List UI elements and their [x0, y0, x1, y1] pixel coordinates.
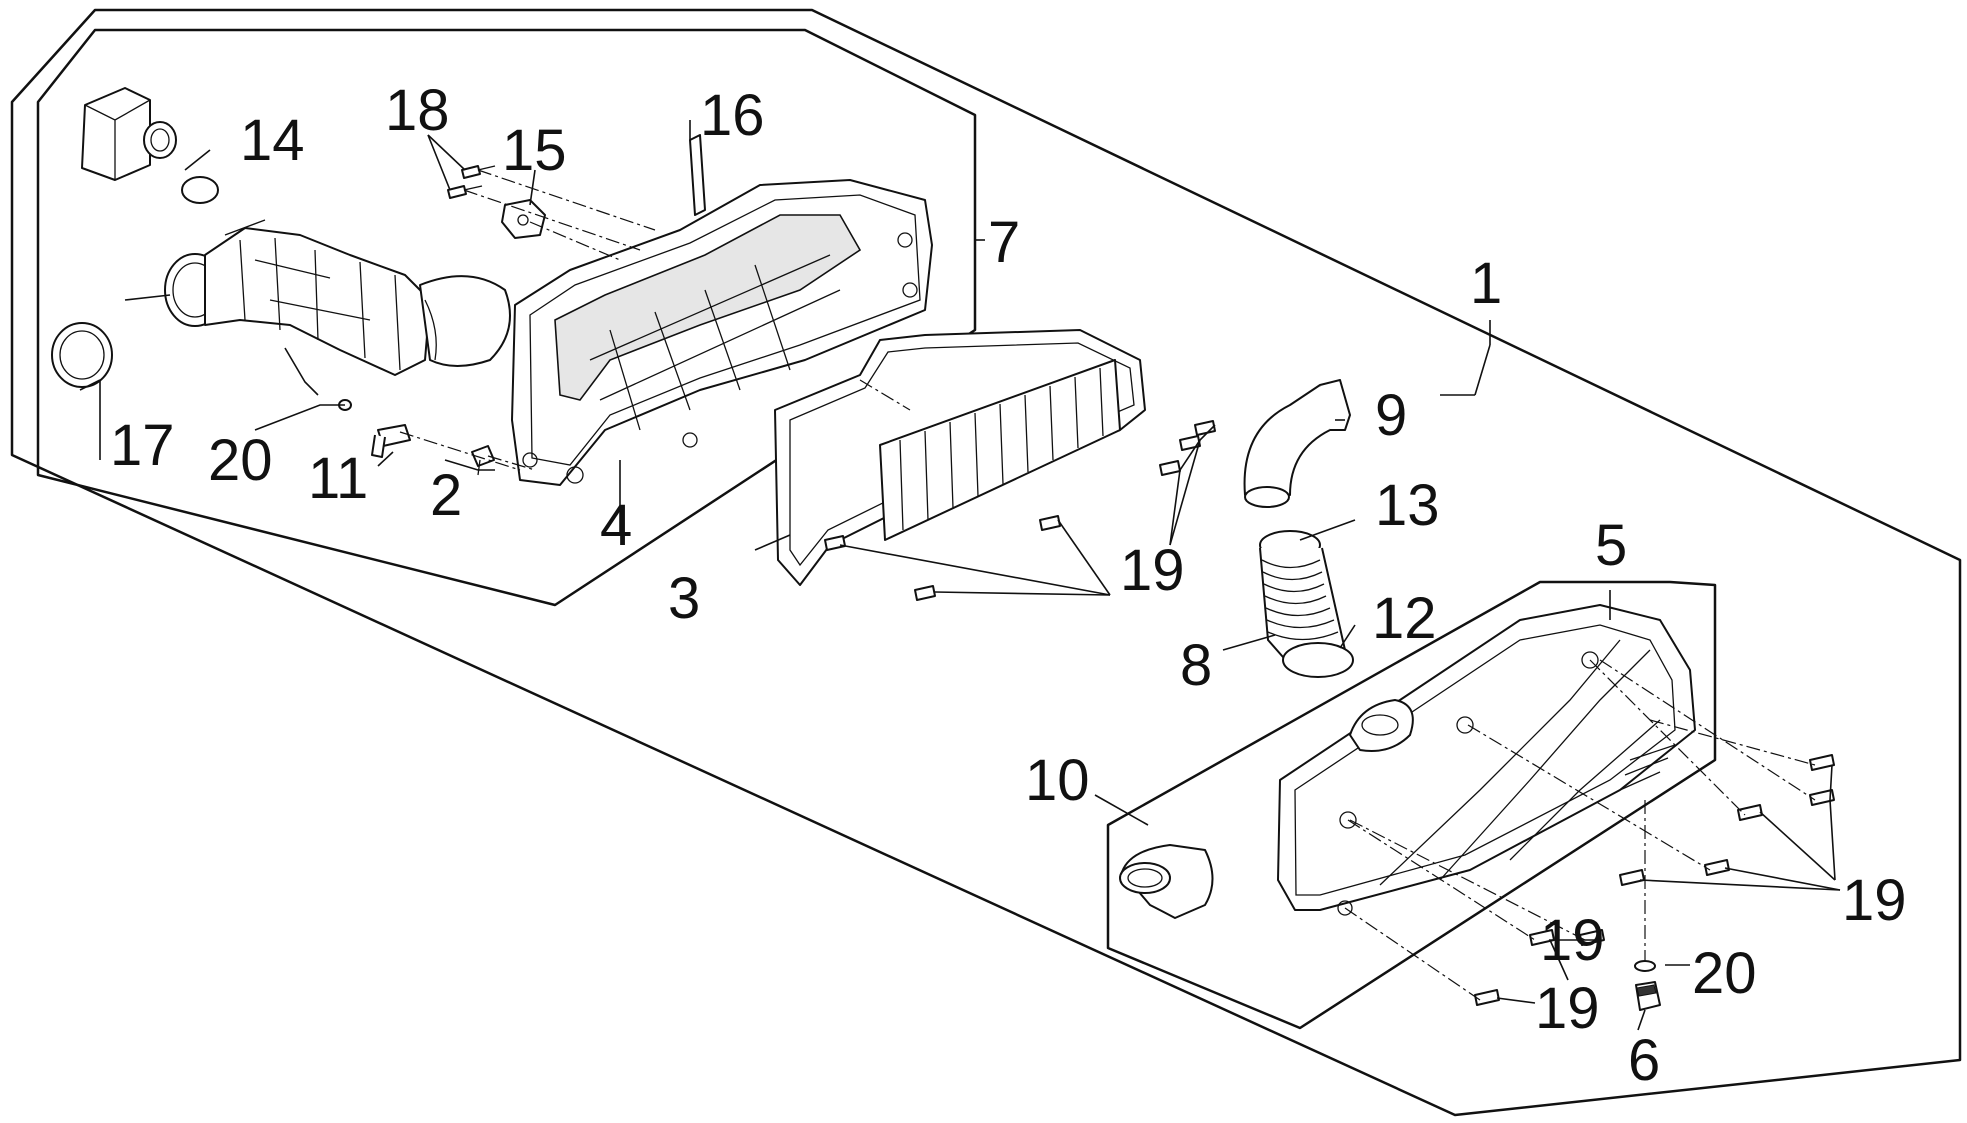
part-20-washer-right — [1634, 960, 1656, 972]
part-9-elbow — [1243, 379, 1351, 508]
callout-13: 13 — [1375, 473, 1440, 538]
filter-element — [879, 359, 1121, 541]
air-filter-housing-cover — [511, 134, 933, 486]
callout-4: 4 — [600, 493, 632, 558]
callout-12: 12 — [1372, 586, 1437, 651]
subassembly-10-outline — [1106, 580, 1717, 1030]
part-17-clamp — [51, 322, 113, 388]
callout-19-filter: 19 — [1120, 538, 1185, 603]
callout-17: 17 — [110, 413, 175, 478]
callout-14: 14 — [240, 108, 305, 173]
callout-15: 15 — [502, 118, 567, 183]
callout-5: 5 — [1595, 513, 1627, 578]
callout-20-left: 20 — [208, 428, 273, 493]
part-8-bellows-hose — [1259, 530, 1354, 678]
subassembly-7-outline — [36, 28, 977, 607]
callout-18: 18 — [385, 78, 450, 143]
part-5-housing-base — [1277, 604, 1696, 916]
intake-duct — [164, 219, 511, 376]
o-ring — [181, 176, 219, 204]
part-10-elbow — [1119, 844, 1214, 919]
callout-16: 16 — [700, 83, 765, 148]
part-6-drain-plug — [1635, 981, 1661, 1011]
part-19-screws-base — [1474, 754, 1835, 1006]
callout-8: 8 — [1180, 633, 1212, 698]
callout-10: 10 — [1025, 748, 1090, 813]
callout-9: 9 — [1375, 383, 1407, 448]
callout-6: 6 — [1628, 1028, 1660, 1093]
callout-20-right: 20 — [1692, 941, 1757, 1006]
leader-lines — [79, 120, 1841, 1031]
callout-1: 1 — [1470, 251, 1502, 316]
assembly-1-outline — [10, 8, 1962, 1117]
callout-19-mid: 19 — [1535, 976, 1600, 1041]
part-14-intake-snorkel — [81, 87, 177, 181]
part-18-screws — [447, 165, 496, 199]
callout-7: 7 — [988, 210, 1020, 275]
part-15-bracket — [501, 199, 546, 239]
part-11-fitting — [371, 424, 411, 458]
callout-19-bottom: 19 — [1540, 908, 1605, 973]
alignment-lines — [399, 169, 1816, 1001]
callout-11: 11 — [308, 446, 368, 511]
part-2-bolt — [471, 445, 495, 476]
callout-3: 3 — [668, 566, 700, 631]
callout-2: 2 — [430, 463, 462, 528]
part-19-screws-filter — [824, 420, 1216, 601]
callout-19-right: 19 — [1842, 868, 1907, 933]
